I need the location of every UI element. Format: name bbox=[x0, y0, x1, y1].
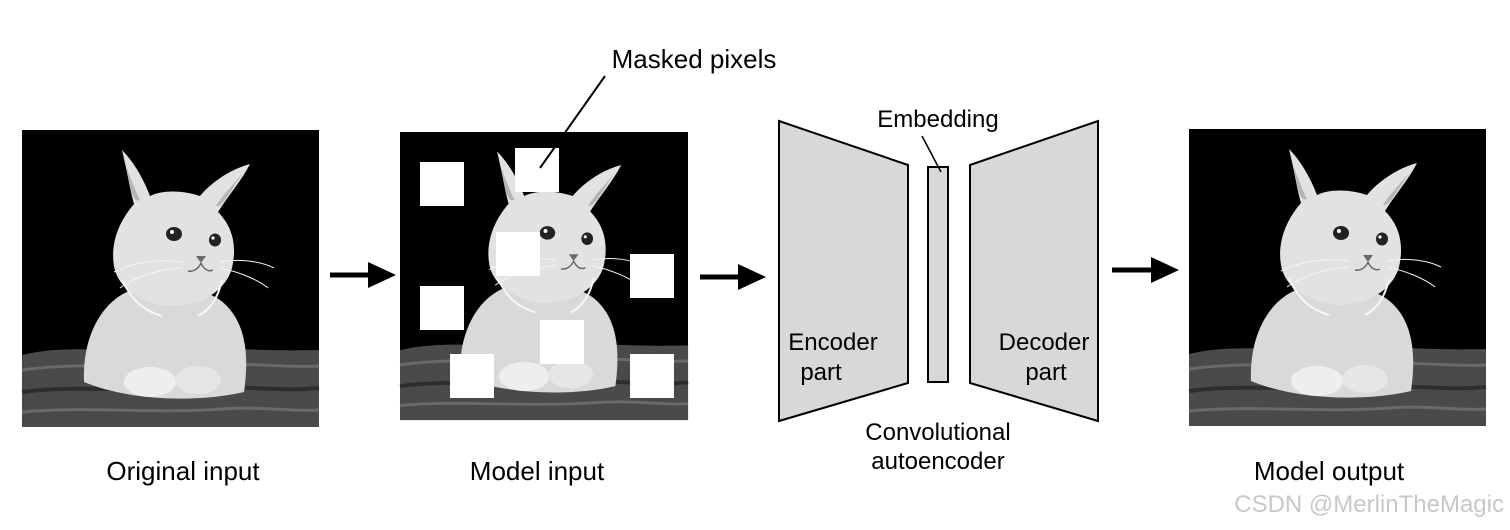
mask-patch bbox=[540, 320, 584, 364]
model-input-image bbox=[398, 132, 691, 423]
watermark-text: CSDN @MerlinTheMagic bbox=[1234, 491, 1504, 518]
decoder-label-line2: part bbox=[1025, 359, 1067, 386]
model-input-label: Model input bbox=[470, 456, 605, 486]
encoder-block bbox=[778, 119, 909, 423]
original-input-image bbox=[20, 130, 321, 429]
model-output-label: Model output bbox=[1254, 456, 1405, 486]
arrow-right-icon bbox=[330, 262, 396, 288]
mask-patch bbox=[496, 232, 540, 276]
embedding-block bbox=[927, 166, 949, 383]
masked-pixel-patches bbox=[420, 148, 674, 398]
mask-patch bbox=[630, 354, 674, 398]
decoder-block bbox=[969, 119, 1099, 423]
autoencoder-label-line1: Convolutional bbox=[865, 419, 1010, 446]
original-input-label: Original input bbox=[106, 456, 260, 486]
encoder-label-line2: part bbox=[800, 359, 842, 386]
arrow-right-icon bbox=[700, 264, 766, 290]
masked-pixels-label: Masked pixels bbox=[612, 44, 777, 74]
mask-patch bbox=[450, 354, 494, 398]
model-output-image bbox=[1187, 129, 1488, 428]
mask-patch bbox=[515, 148, 559, 192]
embedding-pointer bbox=[921, 135, 942, 173]
decoder-label-line1: Decoder bbox=[999, 329, 1090, 356]
convolutional-autoencoder bbox=[778, 119, 1099, 423]
arrow-right-icon bbox=[1112, 257, 1179, 283]
embedding-label: Embedding bbox=[877, 106, 998, 133]
masked-pixels-pointer bbox=[539, 75, 606, 169]
encoder-label-line1: Encoder bbox=[788, 329, 877, 356]
autoencoder-label-line2: autoencoder bbox=[871, 448, 1004, 475]
mask-patch bbox=[420, 286, 464, 330]
mask-patch bbox=[630, 254, 674, 298]
mask-patch bbox=[420, 162, 464, 206]
